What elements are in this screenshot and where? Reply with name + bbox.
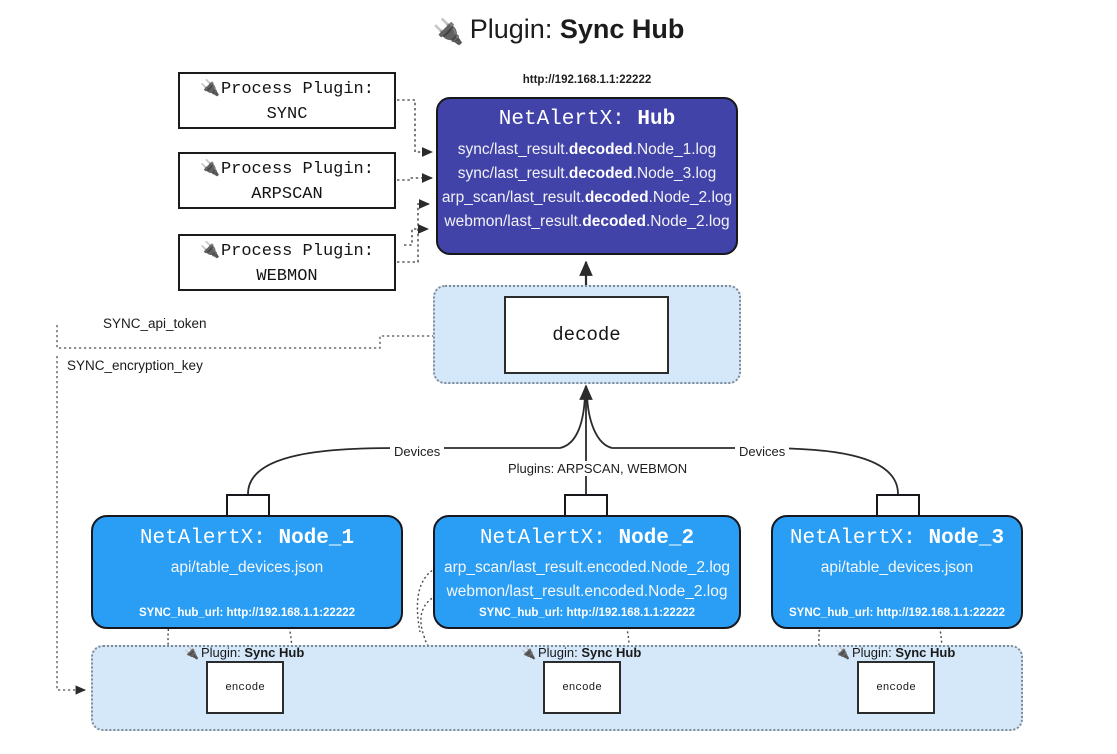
node-1-title-prefix: NetAlertX: <box>139 527 266 550</box>
process-plugin-webmon-name: WEBMON <box>256 266 318 286</box>
node-3-title-name: Node_3 <box>928 527 1005 550</box>
encoder-2-label: 🔌Plugin: Sync Hub <box>521 645 642 660</box>
node-3-line-1: api/table_devices.json <box>820 559 974 576</box>
process-plugin-sync-line1: 🔌Process Plugin: <box>200 77 374 99</box>
plug-icon: 🔌 <box>432 18 464 46</box>
hub-log-4: webmon/last_result.decoded.Node_2.log <box>444 213 730 230</box>
node-1-title: NetAlertX: Node_1 <box>93 527 401 550</box>
encoder-3-label: 🔌Plugin: Sync Hub <box>835 645 956 660</box>
page-title: 🔌Plugin: Sync Hub <box>0 14 1117 47</box>
node-1-title-name: Node_1 <box>278 527 355 550</box>
node-1-line-1: api/table_devices.json <box>170 559 324 576</box>
encoder-1-label: 🔌Plugin: Sync Hub <box>184 645 305 660</box>
node-2-title-prefix: NetAlertX: <box>479 527 606 550</box>
sync-api-token-label: SYNC_api_token <box>98 316 212 331</box>
plug-icon: 🔌 <box>835 646 850 660</box>
hub-node[interactable]: NetAlertX: Hub sync/last_result.decoded.… <box>436 97 738 255</box>
edge-label-devices-left: Devices <box>390 444 445 459</box>
plug-icon: 🔌 <box>521 646 536 660</box>
hub-log-3: arp_scan/last_result.decoded.Node_2.log <box>441 189 733 206</box>
page-title-name: Sync Hub <box>559 14 685 44</box>
netalertx-node-3[interactable]: NetAlertX: Node_3 api/table_devices.json… <box>771 515 1023 629</box>
node-3-title: NetAlertX: Node_3 <box>773 527 1021 550</box>
decode-box[interactable]: decode <box>504 296 669 374</box>
node-2-title-name: Node_2 <box>618 527 695 550</box>
encode-box-3[interactable]: encode <box>857 661 935 714</box>
encode-box-1[interactable]: encode <box>206 661 284 714</box>
node-2-line-2: webmon/last_result.encoded.Node_2.log <box>446 583 728 600</box>
hub-url-label: http://192.168.1.1:22222 <box>522 74 652 86</box>
node-3-footer: SYNC_hub_url: http://192.168.1.1:22222 <box>788 607 1006 619</box>
plug-icon: 🔌 <box>200 77 220 97</box>
node-2-line-1: arp_scan/last_result.encoded.Node_2.log <box>443 559 731 576</box>
plug-icon: 🔌 <box>200 157 220 177</box>
edge-label-devices-right: Devices <box>735 444 790 459</box>
node-2-footer: SYNC_hub_url: http://192.168.1.1:22222 <box>478 607 696 619</box>
process-plugin-sync-name: SYNC <box>266 104 308 124</box>
netalertx-node-1[interactable]: NetAlertX: Node_1 api/table_devices.json… <box>91 515 403 629</box>
encode-box-2[interactable]: encode <box>543 661 621 714</box>
hub-log-1: sync/last_result.decoded.Node_1.log <box>457 141 717 158</box>
node-3-title-prefix: NetAlertX: <box>789 527 916 550</box>
page-title-prefix: Plugin: <box>469 14 553 44</box>
plug-icon: 🔌 <box>200 239 220 259</box>
process-plugin-arpscan-name: ARPSCAN <box>251 184 323 204</box>
sync-encryption-key-label: SYNC_encryption_key <box>62 358 208 373</box>
process-plugin-sync[interactable]: 🔌Process Plugin: SYNC <box>178 72 396 129</box>
hub-title-name: Hub <box>637 108 676 131</box>
process-plugin-arpscan-line1: 🔌Process Plugin: <box>200 157 374 179</box>
process-plugin-webmon-line1: 🔌Process Plugin: <box>200 239 374 261</box>
hub-log-2: sync/last_result.decoded.Node_3.log <box>457 165 717 182</box>
hub-title-prefix: NetAlertX: <box>498 108 625 131</box>
node-2-title: NetAlertX: Node_2 <box>435 527 739 550</box>
plug-icon: 🔌 <box>184 646 199 660</box>
hub-title: NetAlertX: Hub <box>438 108 736 131</box>
process-plugin-webmon[interactable]: 🔌Process Plugin: WEBMON <box>178 234 396 291</box>
process-plugin-arpscan[interactable]: 🔌Process Plugin: ARPSCAN <box>178 152 396 209</box>
netalertx-node-2[interactable]: NetAlertX: Node_2 arp_scan/last_result.e… <box>433 515 741 629</box>
edge-label-plugins-center: Plugins: ARPSCAN, WEBMON <box>504 461 692 476</box>
node-1-footer: SYNC_hub_url: http://192.168.1.1:22222 <box>138 607 356 619</box>
